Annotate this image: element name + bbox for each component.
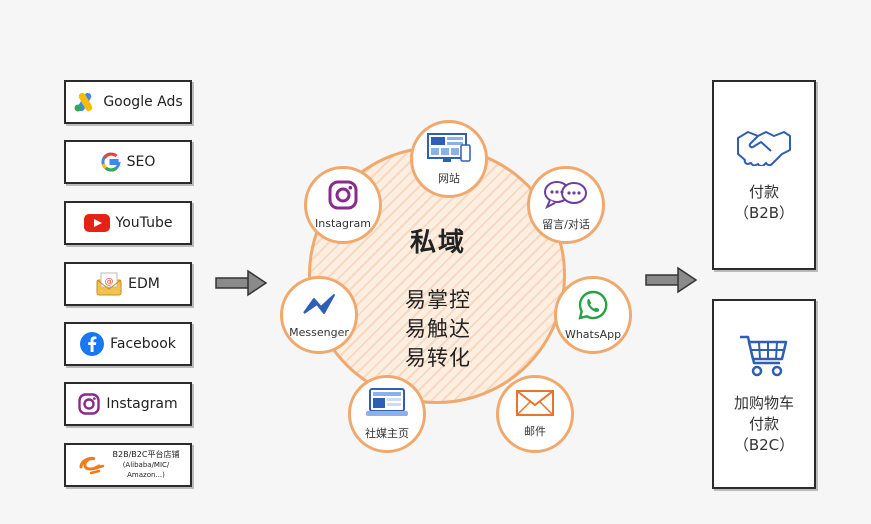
node-label: Instagram: [315, 217, 371, 230]
svg-text:@: @: [105, 277, 114, 287]
shopping-cart-icon: [738, 333, 790, 385]
channel-b2b-b2c-store: B2B/B2C平台店铺 (Alibaba/MIC/ Amazon...): [64, 443, 192, 487]
channel-edm: @ EDM: [64, 262, 192, 306]
node-label: 留言/对话: [542, 217, 590, 231]
channel-sublabel: (Alibaba/MIC/: [122, 461, 170, 469]
channel-label: Instagram: [106, 396, 178, 412]
channel-youtube: YouTube: [64, 201, 192, 245]
center-title: 私域: [409, 228, 466, 258]
arrow-right-icon: [215, 269, 268, 297]
node-message-chat: 留言/对话: [527, 166, 605, 244]
youtube-icon: [83, 214, 110, 232]
node-label: 网站: [438, 171, 460, 185]
payment-line: （B2B）: [733, 204, 795, 222]
payment-b2c: 加购物车 付款 （B2C）: [712, 299, 816, 489]
facebook-icon: [80, 332, 105, 356]
payment-line: 付款: [748, 414, 779, 433]
channel-facebook: Facebook: [64, 322, 192, 366]
channel-label: SEO: [126, 154, 156, 170]
mail-icon: [516, 389, 554, 419]
payment-line: （B2C）: [733, 435, 795, 454]
handshake-icon: [736, 126, 792, 172]
google-ads-icon: [73, 92, 97, 112]
node-mail: 邮件: [496, 375, 574, 453]
node-messenger: Messenger: [280, 276, 358, 354]
website-icon: [427, 132, 471, 166]
messenger-icon: [301, 291, 337, 322]
channel-label: B2B/B2C平台店铺: [112, 450, 180, 459]
node-instagram: Instagram: [304, 166, 382, 244]
center-line-2: 易触达: [405, 317, 471, 341]
node-label: Messenger: [289, 326, 349, 339]
channel-label: Facebook: [110, 336, 176, 352]
payment-line: 加购物车: [733, 393, 794, 412]
center-line-1: 易掌控: [405, 288, 471, 312]
node-label: WhatsApp: [564, 328, 622, 341]
node-label: 邮件: [524, 424, 546, 438]
arrow-right-icon: [645, 266, 698, 294]
payment-b2b: 付款 （B2B）: [712, 80, 816, 270]
channel-label: YouTube: [115, 215, 173, 231]
node-label: 社媒主页: [365, 426, 409, 440]
channel-label: EDM: [128, 276, 160, 292]
node-website: 网站: [410, 120, 488, 198]
node-whatsapp: WhatsApp: [554, 276, 632, 354]
channel-sublabel: Amazon...): [127, 471, 165, 479]
whatsapp-icon: [577, 289, 609, 324]
channel-label: Google Ads: [103, 94, 183, 110]
alibaba-icon: [77, 453, 107, 477]
email-icon: @: [96, 272, 122, 296]
instagram-icon: [78, 393, 101, 415]
payment-line: 付款: [748, 183, 779, 201]
node-social-page: 社媒主页: [348, 375, 426, 453]
center-line-3: 易转化: [405, 346, 471, 370]
channel-seo: SEO: [64, 140, 192, 184]
google-icon: [101, 152, 121, 172]
instagram-icon: [328, 180, 358, 213]
channel-google-ads: Google Ads: [64, 80, 192, 124]
chat-bubbles-icon: [544, 179, 588, 212]
channel-instagram: Instagram: [64, 382, 192, 426]
social-page-icon: [365, 387, 409, 421]
